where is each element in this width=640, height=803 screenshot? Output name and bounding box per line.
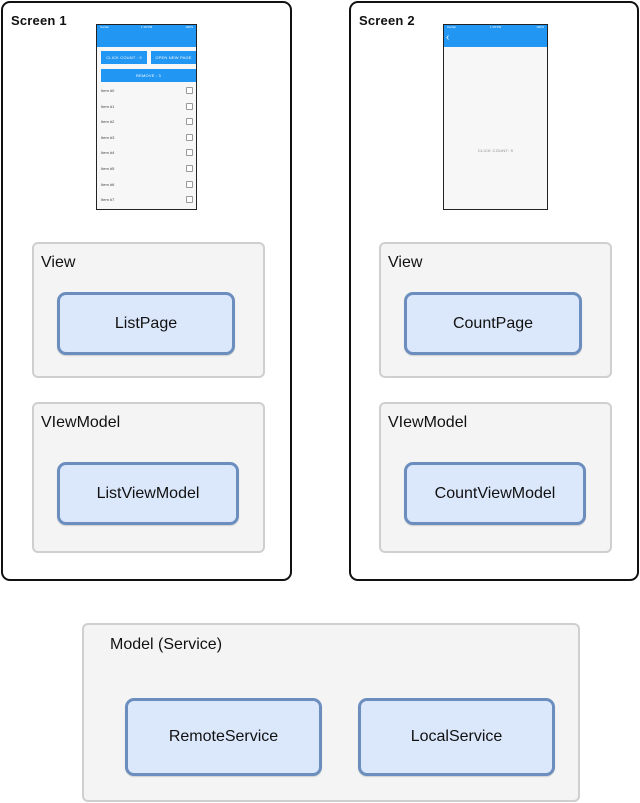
list-item[interactable]: Item #5 — [101, 162, 193, 178]
click-count-button[interactable]: CLICK COUNT : 9 — [101, 51, 147, 64]
checkbox-icon[interactable] — [186, 87, 193, 94]
list-item[interactable]: Item #1 — [101, 100, 193, 116]
list-item-label: Item #5 — [101, 166, 115, 171]
screen1-view-layer: View ListPage — [32, 242, 265, 378]
list-item-label: Item #4 — [101, 150, 115, 156]
viewmodel-layer-title: VIewModel — [41, 414, 121, 431]
model-service-layer: Model (Service) RemoteService LocalServi… — [82, 623, 580, 802]
checkbox-icon[interactable] — [186, 133, 193, 141]
screen2-phone-mockup: Carrier 1:18 PM 100% ‹ CLICK COUNT: 9 — [443, 24, 548, 210]
viewmodel-layer-title: VIewModel — [388, 414, 468, 431]
status-bar: Carrier 1:18 PM 100% — [97, 25, 196, 30]
list-item-label: Item #7 — [101, 197, 115, 203]
listviewmodel-component: ListViewModel — [57, 462, 239, 525]
status-battery: 100% — [536, 25, 544, 29]
list-item-label: Item #0 — [101, 88, 115, 93]
checkbox-icon[interactable] — [186, 196, 193, 204]
screen2-view-layer: View CountPage — [379, 242, 612, 378]
checkbox-icon[interactable] — [186, 118, 193, 126]
open-new-page-button[interactable]: OPEN NEW PAGE — [151, 51, 196, 64]
list-item-label: Item #2 — [101, 119, 115, 125]
list-item[interactable]: Item #2 — [101, 115, 193, 131]
screen2-viewmodel-layer: VIewModel CountViewModel — [379, 402, 612, 553]
screen1-phone-mockup: Carrier 1:18 PM 100% CLICK COUNT : 9 OPE… — [96, 24, 197, 210]
status-time: 1:18 PM — [140, 25, 153, 29]
localservice-component: LocalService — [358, 698, 555, 776]
checkbox-icon[interactable] — [186, 102, 193, 110]
checkbox-icon[interactable] — [186, 180, 193, 188]
screen2-frame: Screen 2 Carrier 1:18 PM 100% ‹ CLICK CO… — [349, 1, 639, 581]
screen1-frame: Screen 1 Carrier 1:18 PM 100% CLICK COUN… — [1, 1, 292, 581]
screen1-title: Screen 1 — [11, 13, 67, 28]
list-item-label: Item #6 — [101, 181, 115, 187]
status-battery: 100% — [185, 25, 193, 29]
status-time: 1:18 PM — [489, 25, 502, 29]
back-chevron-icon[interactable]: ‹ — [446, 32, 450, 43]
remove-button[interactable]: REMOVE : 3 — [101, 69, 196, 82]
list-item[interactable]: Item #6 — [101, 178, 193, 194]
view-layer-title: View — [388, 254, 423, 271]
list-item[interactable]: Item #4 — [101, 146, 193, 162]
countviewmodel-component: CountViewModel — [404, 462, 586, 525]
status-bar: Carrier 1:18 PM 100% — [444, 25, 547, 30]
click-count-label: CLICK COUNT: 9 — [477, 148, 514, 153]
checkbox-icon[interactable] — [186, 149, 193, 157]
listpage-component: ListPage — [57, 292, 235, 355]
view-layer-title: View — [41, 254, 76, 271]
remoteservice-component: RemoteService — [125, 698, 322, 776]
list-item[interactable]: Item #7 — [101, 193, 193, 209]
model-layer-title: Model (Service) — [110, 636, 223, 653]
nav-bar — [97, 30, 196, 47]
screen2-title: Screen 2 — [359, 13, 415, 28]
list-item-label: Item #1 — [101, 103, 115, 109]
screen1-viewmodel-layer: VIewModel ListViewModel — [32, 402, 265, 553]
countpage-component: CountPage — [404, 292, 582, 355]
list-item-label: Item #3 — [101, 134, 115, 140]
status-carrier: Carrier — [100, 25, 110, 29]
checkbox-icon[interactable] — [186, 165, 193, 172]
nav-bar: ‹ — [444, 30, 547, 47]
list-item[interactable]: Item #3 — [101, 131, 193, 147]
list-item[interactable]: Item #0 — [101, 84, 193, 100]
status-carrier: Carrier — [447, 25, 457, 29]
